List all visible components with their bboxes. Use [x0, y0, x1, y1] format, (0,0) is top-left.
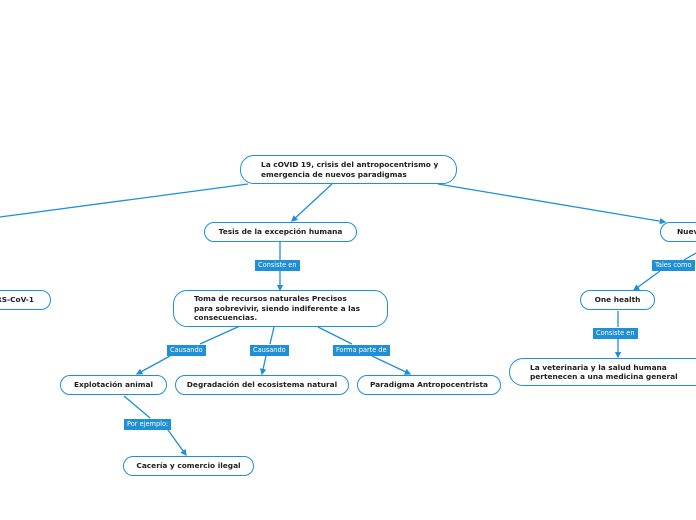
paradigma-node-label: Paradigma Antropocentrista [369, 380, 489, 390]
tesis-node[interactable]: Tesis de la excepción humana [204, 222, 357, 242]
root-node-label: La cOVID 19, crisis del antropocentrismo… [261, 160, 439, 179]
tag-por-ejemplo[interactable]: Por ejemplo: [124, 419, 172, 430]
toma-node[interactable]: Toma de recursos naturales Precisos para… [173, 290, 388, 327]
edge-porejemplo-caceria [167, 429, 187, 457]
explotacion-node[interactable]: Explotación animal [60, 375, 167, 395]
sars-node-label: RS-CoV-1 [0, 295, 34, 305]
tesis-node-label: Tesis de la excepción humana [218, 227, 343, 237]
edge-tales-onehealth [632, 270, 661, 291]
degradacion-node[interactable]: Degradación del ecosistema natural [175, 375, 349, 395]
nuev-node-label: Nuev [677, 227, 696, 237]
tag-causando-2[interactable]: Causando [250, 345, 289, 356]
explotacion-node-label: Explotación animal [73, 380, 154, 390]
tag-tales-como[interactable]: Tales como [652, 260, 695, 271]
tag-forma-parte-de[interactable]: Forma parte de [333, 345, 390, 356]
edge-causando1-explotacion [135, 355, 171, 375]
edge-root-tesis [291, 183, 333, 222]
nuev-node[interactable]: Nuev [660, 222, 696, 242]
edge-explotacion-porejemplo [123, 395, 151, 419]
sars-node[interactable]: RS-CoV-1 [0, 290, 51, 310]
edge-causando2-degradacion [259, 355, 267, 376]
caceria-node-label: Cacería y comercio ilegal [136, 461, 241, 471]
root-node[interactable]: La cOVID 19, crisis del antropocentrismo… [240, 155, 457, 184]
edge-toma-causando2 [269, 326, 275, 345]
edge-toma-forma [317, 326, 353, 345]
veterinaria-node-label: La veterinaria y la salud humana pertene… [530, 362, 678, 382]
edge-toma-causando1 [199, 325, 241, 345]
paradigma-node[interactable]: Paradigma Antropocentrista [357, 375, 501, 395]
edge-root-nuev [437, 183, 667, 225]
onehealth-node-label: One health [594, 295, 641, 305]
edge-forma-paradigma [371, 355, 412, 375]
edge-root-left [0, 183, 249, 218]
toma-node-label: Toma de recursos naturales Precisos para… [194, 294, 361, 323]
caceria-node[interactable]: Cacería y comercio ilegal [123, 456, 254, 476]
edge-nuev-tales [683, 252, 696, 261]
tag-causando-1[interactable]: Causando [167, 345, 206, 356]
veterinaria-node[interactable]: La veterinaria y la salud humana pertene… [509, 358, 696, 386]
onehealth-node[interactable]: One health [580, 290, 655, 310]
tag-consiste-en-1[interactable]: Consiste en [255, 260, 300, 271]
degradacion-node-label: Degradación del ecosistema natural [186, 380, 338, 390]
tag-consiste-en-2[interactable]: Consiste en [593, 328, 638, 339]
